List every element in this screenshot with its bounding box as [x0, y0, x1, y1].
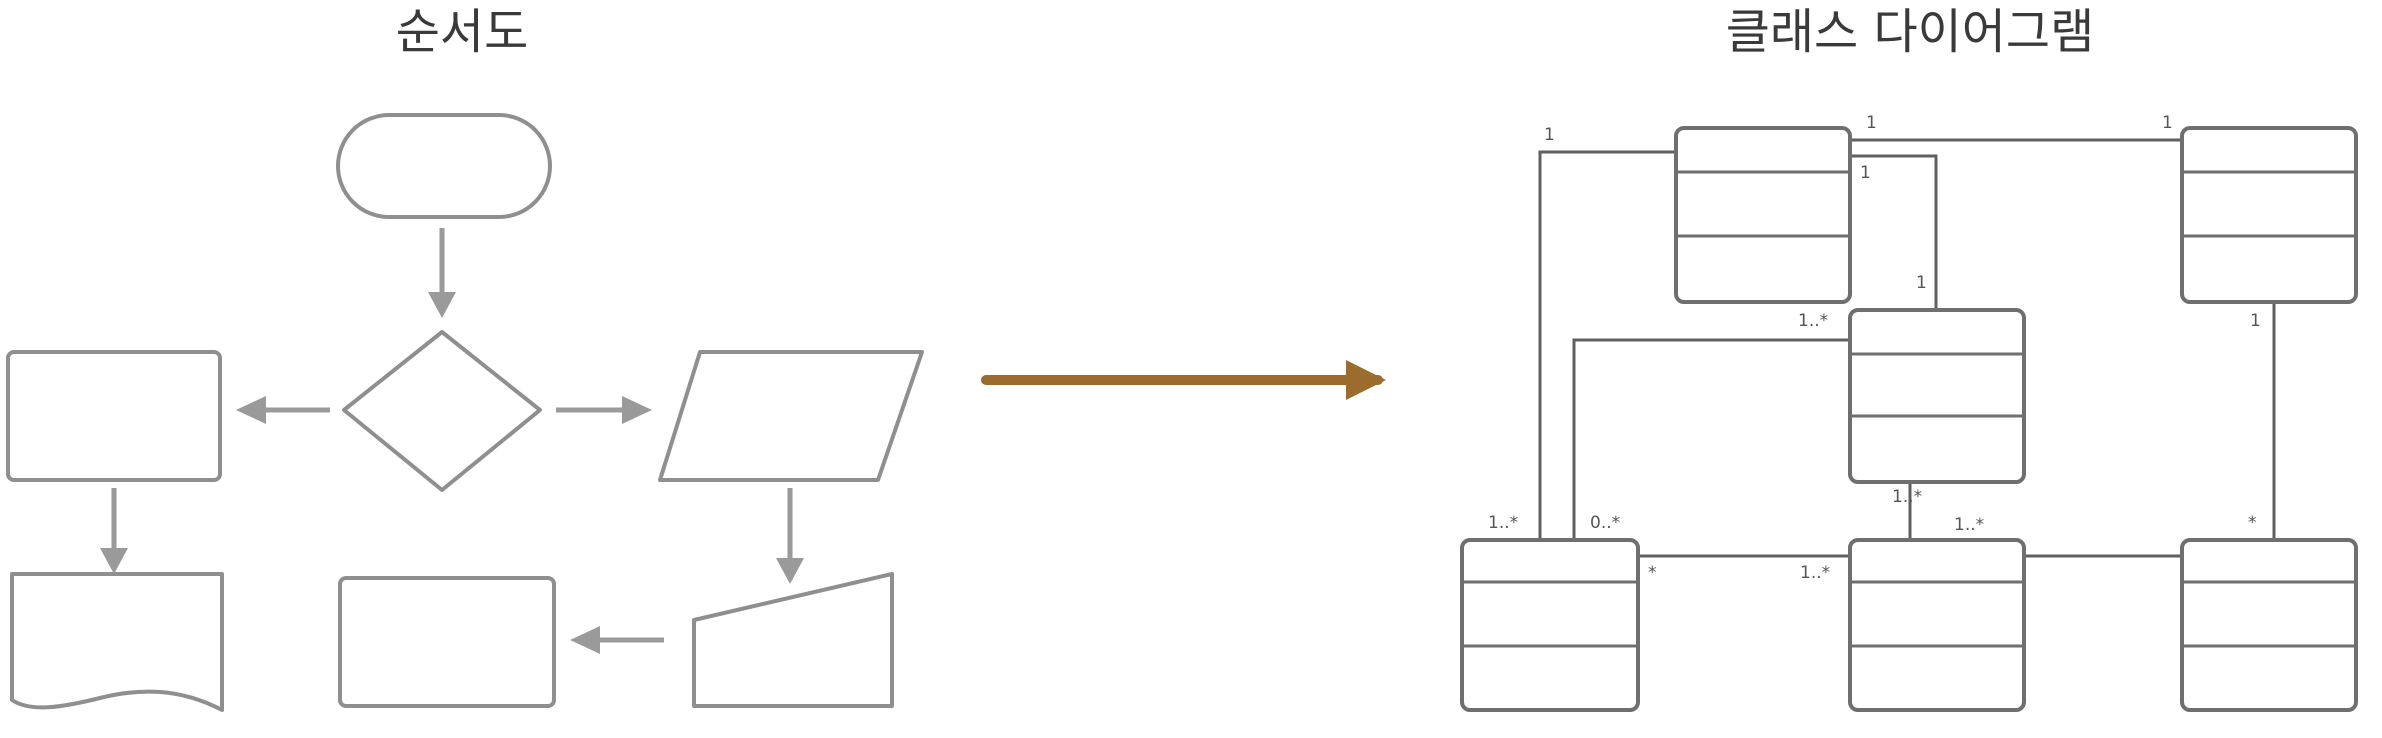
flowchart: [6, 113, 924, 712]
class-diagram-title: 클래스 다이어그램: [1726, 4, 2095, 60]
class-box-c: [1848, 308, 2026, 484]
multiplicity-label: 1: [2250, 311, 2261, 331]
association-c-left: [1572, 338, 1850, 540]
multiplicity-label: 1: [1860, 163, 1871, 183]
multiplicity-label: *: [1648, 563, 1657, 583]
class-box-e: [1848, 538, 2026, 712]
multiplicity-label: 1: [1544, 125, 1555, 145]
class-box-f: [2180, 538, 2358, 712]
class-box-d: [1460, 538, 1640, 712]
class-box-b: [2180, 126, 2358, 304]
multiplicity-label: 1: [1916, 273, 1927, 293]
association-a-c: [1850, 154, 1938, 310]
flow-arrowhead-1: [428, 292, 456, 318]
association-a-left: [1538, 150, 1674, 540]
terminator-shape: [336, 113, 552, 219]
multiplicity-label: 1..*: [1892, 487, 1922, 507]
manual-input-shape: [692, 572, 894, 708]
flow-arrowhead-3: [622, 396, 652, 424]
flow-arrowhead-4: [100, 548, 128, 574]
data-io-shape: [658, 350, 924, 482]
flow-arrowhead-2: [236, 396, 266, 424]
multiplicity-label: 1..*: [1800, 563, 1830, 583]
multiplicity-label: 1..*: [1954, 515, 1984, 535]
multiplicity-label: *: [2248, 513, 2257, 533]
document-shape: [10, 572, 224, 712]
flowchart-title: 순서도: [396, 4, 528, 60]
flow-arrowhead-5: [776, 558, 804, 584]
flow-arrowhead-6: [570, 626, 600, 654]
process-shape-1: [6, 350, 222, 482]
decision-shape: [342, 330, 542, 492]
multiplicity-label: 1: [1866, 113, 1877, 133]
process-shape-2: [338, 576, 556, 708]
multiplicity-label: 1..*: [1488, 513, 1518, 533]
multiplicity-label: 0..*: [1590, 513, 1620, 533]
multiplicity-label: 1: [2162, 113, 2173, 133]
multiplicity-label: 1..*: [1798, 311, 1828, 331]
class-diagram: 1 1 1 1 1 1 1..* 1..* 0..* * 1..* 1..* 1…: [1460, 113, 2358, 712]
class-box-a: [1674, 126, 1852, 304]
